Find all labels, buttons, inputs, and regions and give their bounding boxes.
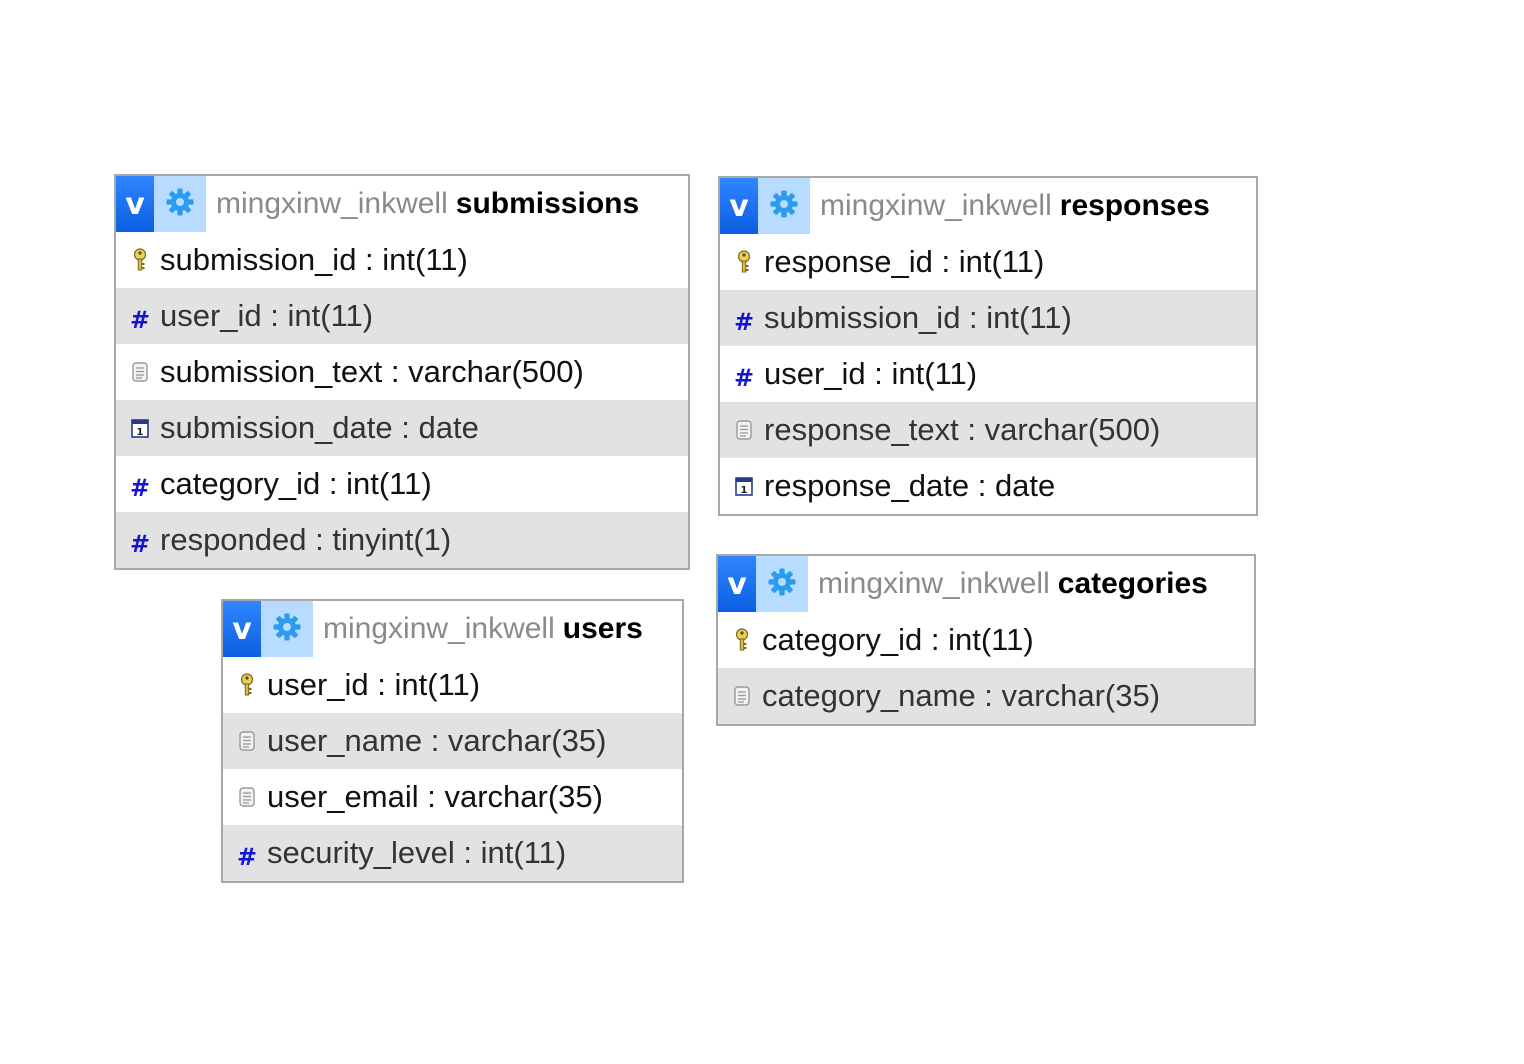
table-row[interactable]: # category_id : int(11) xyxy=(116,456,688,512)
text-icon xyxy=(730,684,754,708)
column-label: security_level : int(11) xyxy=(267,835,567,870)
table-row[interactable]: response_id : int(11) xyxy=(720,234,1256,290)
table-row[interactable]: 1 response_date : date xyxy=(720,458,1256,514)
primary-key-icon xyxy=(235,673,259,697)
column-list: category_id : int(11) category_name : var… xyxy=(718,612,1254,724)
gear-icon xyxy=(272,612,302,647)
view-button[interactable]: v xyxy=(116,176,154,232)
svg-text:1: 1 xyxy=(137,427,144,438)
table-row[interactable]: # user_id : int(11) xyxy=(720,346,1256,402)
table-row[interactable]: category_id : int(11) xyxy=(718,612,1254,668)
table-row[interactable]: user_name : varchar(35) xyxy=(223,713,682,769)
primary-key-icon xyxy=(128,248,152,272)
numeric-icon: # xyxy=(236,843,258,871)
options-button[interactable] xyxy=(758,178,810,234)
table-row[interactable]: # security_level : int(11) xyxy=(223,825,682,881)
database-name: mingxinw_inkwell xyxy=(216,187,448,220)
table-name: submissions xyxy=(455,187,640,220)
primary-key-icon xyxy=(730,628,754,652)
view-icon: v xyxy=(727,566,747,602)
gear-icon xyxy=(769,189,799,224)
column-label: response_date : date xyxy=(764,468,1056,503)
date-icon: 1 xyxy=(128,416,152,440)
numeric-icon: # xyxy=(129,530,151,558)
options-button[interactable] xyxy=(154,176,206,232)
text-icon xyxy=(732,418,756,442)
numeric-icon: # xyxy=(129,306,151,334)
column-list: response_id : int(11) # submission_id : in… xyxy=(720,234,1256,514)
database-name: mingxinw_inkwell xyxy=(818,567,1050,600)
column-label: category_id : int(11) xyxy=(762,622,1034,657)
view-icon: v xyxy=(232,611,252,647)
table-name: responses xyxy=(1059,189,1210,222)
numeric-icon: # xyxy=(733,364,755,392)
text-icon xyxy=(235,729,259,753)
gear-icon xyxy=(767,567,797,602)
text-icon xyxy=(235,785,259,809)
table-row[interactable]: # responded : tinyint(1) xyxy=(116,512,688,568)
table-row[interactable]: user_id : int(11) xyxy=(223,657,682,713)
primary-key-icon xyxy=(732,250,756,274)
view-button[interactable]: v xyxy=(718,556,756,612)
view-button[interactable]: v xyxy=(720,178,758,234)
database-name: mingxinw_inkwell xyxy=(323,612,555,645)
view-button[interactable]: v xyxy=(223,601,261,657)
table-row[interactable]: category_name : varchar(35) xyxy=(718,668,1254,724)
column-label: category_name : varchar(35) xyxy=(762,678,1161,713)
column-label: user_id : int(11) xyxy=(267,667,481,702)
column-label: category_id : int(11) xyxy=(160,466,432,501)
column-label: submission_id : int(11) xyxy=(764,300,1072,335)
date-icon: 1 xyxy=(732,474,756,498)
column-label: user_id : int(11) xyxy=(764,356,978,391)
table-row[interactable]: submission_text : varchar(500) xyxy=(116,344,688,400)
column-label: user_email : varchar(35) xyxy=(267,779,603,814)
table-row[interactable]: # user_id : int(11) xyxy=(116,288,688,344)
column-label: responded : tinyint(1) xyxy=(160,522,452,557)
options-button[interactable] xyxy=(756,556,808,612)
column-list: submission_id : int(11) # user_id : int(11… xyxy=(116,232,688,568)
column-label: user_name : varchar(35) xyxy=(267,723,607,758)
table-row[interactable]: response_text : varchar(500) xyxy=(720,402,1256,458)
table-row[interactable]: submission_id : int(11) xyxy=(116,232,688,288)
table-row[interactable]: 1 submission_date : date xyxy=(116,400,688,456)
column-label: response_id : int(11) xyxy=(764,244,1045,279)
view-icon: v xyxy=(729,188,749,224)
column-label: submission_date : date xyxy=(160,410,479,445)
column-label: user_id : int(11) xyxy=(160,298,374,333)
gear-icon xyxy=(165,187,195,222)
table-name: users xyxy=(562,612,643,645)
options-button[interactable] xyxy=(261,601,313,657)
column-label: submission_text : varchar(500) xyxy=(160,354,584,389)
column-label: submission_id : int(11) xyxy=(160,242,468,277)
table-row[interactable]: # submission_id : int(11) xyxy=(720,290,1256,346)
svg-text:1: 1 xyxy=(741,485,748,496)
numeric-icon: # xyxy=(129,474,151,502)
column-label: response_text : varchar(500) xyxy=(764,412,1161,447)
table-name: categories xyxy=(1057,567,1208,600)
view-icon: v xyxy=(125,186,145,222)
column-list: user_id : int(11) user_name : varchar(35)… xyxy=(223,657,682,881)
database-name: mingxinw_inkwell xyxy=(820,189,1052,222)
numeric-icon: # xyxy=(733,308,755,336)
table-row[interactable]: user_email : varchar(35) xyxy=(223,769,682,825)
text-icon xyxy=(128,360,152,384)
